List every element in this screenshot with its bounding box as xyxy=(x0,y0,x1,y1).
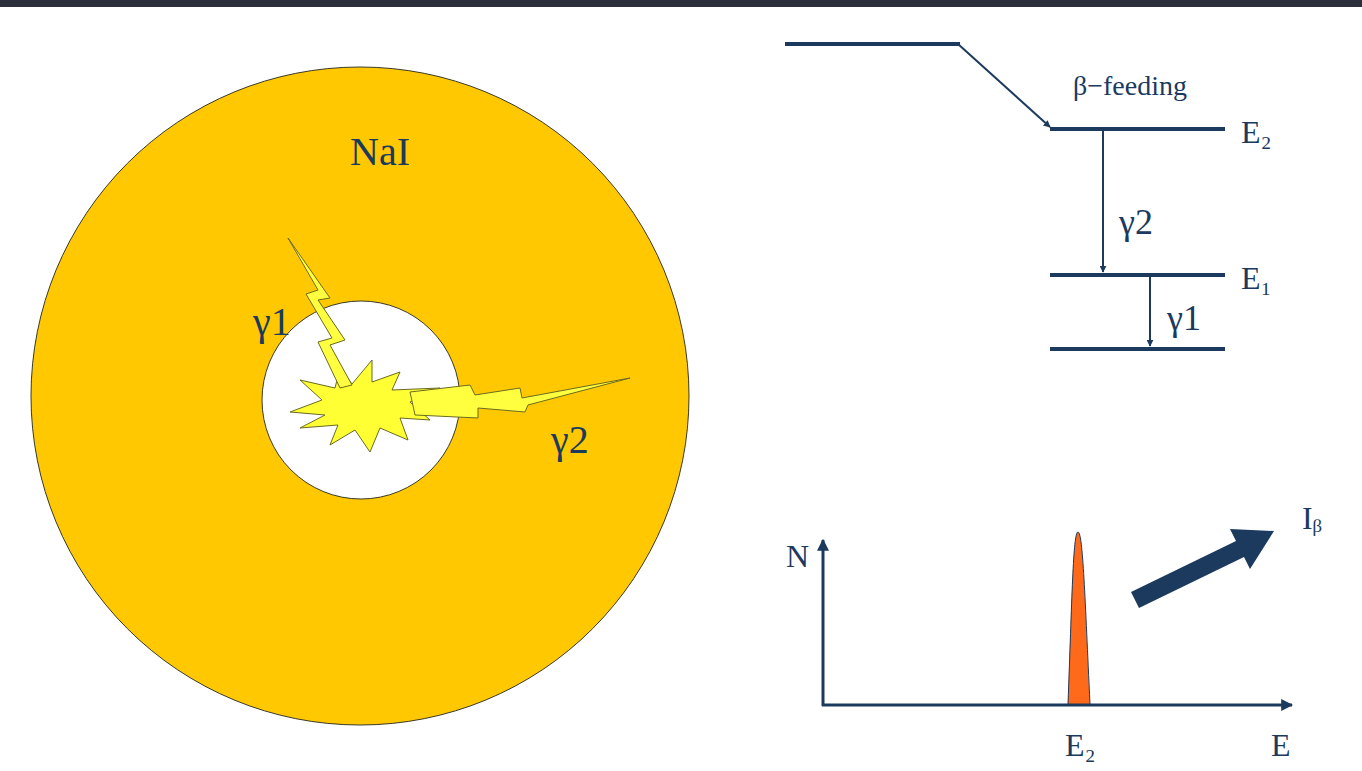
parent-level xyxy=(785,42,960,46)
y-axis xyxy=(822,540,825,706)
gamma-label: γ1 xyxy=(253,302,291,342)
level-energy: E₁ xyxy=(1241,262,1272,294)
beta-feeding-arrow xyxy=(958,44,1050,127)
crystal-body xyxy=(31,67,689,725)
node-label: NaI xyxy=(350,132,410,172)
transition-label: γ2 xyxy=(1119,204,1153,240)
top-bar xyxy=(0,0,1362,7)
x-axis xyxy=(822,704,1292,707)
gamma-label: γ2 xyxy=(551,420,589,460)
ground-level xyxy=(1050,347,1225,351)
spectrum-peak xyxy=(1068,532,1090,704)
result-label: Iᵦ xyxy=(1302,502,1322,534)
level-line xyxy=(1050,273,1225,277)
axis-tick-label: E₂ xyxy=(1065,729,1096,761)
feeding-label: β−feeding xyxy=(1073,72,1187,100)
axis-label: N xyxy=(786,540,809,572)
level-line xyxy=(1050,127,1225,131)
axis-label: E xyxy=(1271,729,1291,761)
gamma-transition xyxy=(1149,277,1151,346)
transition-label: γ1 xyxy=(1167,300,1201,336)
result-arrow xyxy=(1131,529,1274,608)
level-energy: E₂ xyxy=(1241,116,1272,148)
gamma-transition xyxy=(1102,131,1104,272)
detector-crystal: NaI xyxy=(30,66,690,726)
